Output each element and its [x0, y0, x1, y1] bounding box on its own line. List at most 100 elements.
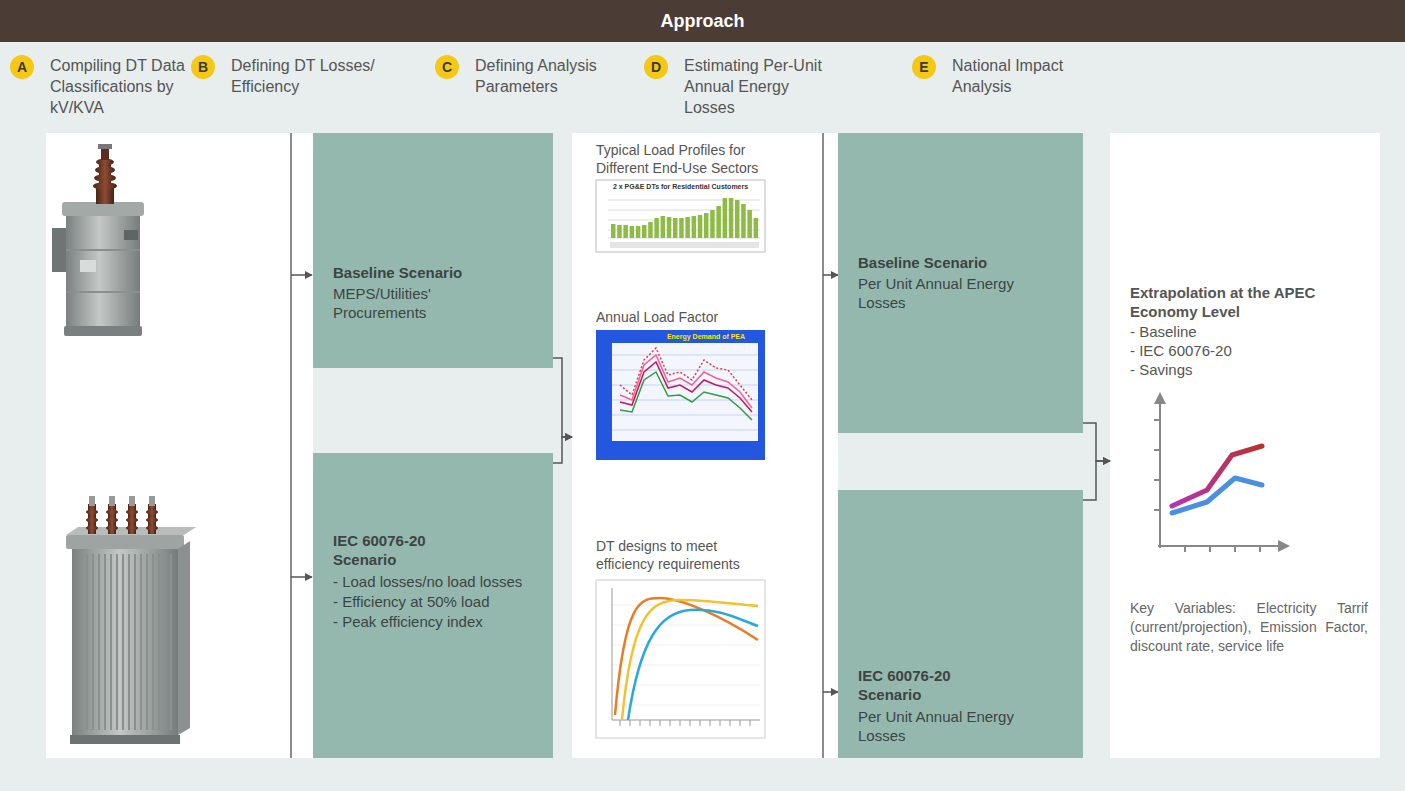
step-header: A Compiling DT Data Classifications by kV…	[10, 55, 195, 118]
column-divider	[822, 133, 824, 758]
text-holder: IEC 60076-20 Scenario	[858, 666, 1008, 704]
box-text: MEPS/Utilities' Procurements	[333, 284, 513, 322]
box-text: Per Unit Annual Energy Losses	[858, 707, 1033, 745]
box-text: Key Variables: Electricity Tarrif (curre…	[1130, 599, 1368, 656]
title-bar: Approach	[0, 0, 1405, 42]
illustration-part	[704, 213, 709, 238]
feed-arrow	[291, 576, 312, 578]
losses-box: IEC 60076-20 ScenarioPer Unit Annual Ene…	[838, 490, 1083, 758]
box-heading: IEC 60076-20 Scenario	[333, 531, 483, 569]
illustration-part	[1172, 446, 1262, 506]
box-text: - Efficiency at 50% load	[333, 592, 523, 611]
text-holder: IEC 60076-20 Scenario	[333, 531, 483, 569]
distribution-transformer-illustration	[66, 496, 196, 744]
illustration-part	[62, 202, 144, 216]
box-heading: Baseline Scenario	[333, 263, 528, 282]
illustration-part	[612, 588, 760, 720]
box-text: - Savings	[1130, 360, 1352, 379]
illustration-part	[95, 166, 115, 174]
illustration-part	[94, 174, 116, 182]
illustration-part	[612, 343, 758, 441]
illustration-part	[80, 260, 96, 272]
box-text: Typical Load Profiles for Different End-…	[596, 141, 781, 177]
step-title: National Impact Analysis	[952, 55, 1102, 97]
text-holder: - Efficiency at 50% load	[333, 592, 523, 611]
illustration-part	[1278, 540, 1290, 552]
step-letter: A	[10, 55, 34, 79]
illustration-part	[620, 372, 752, 420]
illustration-part	[146, 510, 158, 515]
illustration-part	[66, 291, 140, 293]
illustration-part	[620, 720, 750, 726]
text-holder: National Impact Analysis	[952, 55, 1102, 97]
illustration-part	[66, 212, 140, 330]
illustration-part	[673, 218, 678, 238]
illustration-part	[146, 518, 158, 523]
label-holder: Energy Demand of PEA	[650, 332, 762, 341]
illustration-part	[685, 217, 690, 238]
illustration-part	[617, 225, 622, 238]
text-holder: DT designs to meet efficiency requiremen…	[596, 537, 768, 573]
column-panel	[1110, 133, 1380, 758]
illustration-part	[620, 362, 752, 412]
box-heading: Extrapolation at the APEC Economy Level	[1130, 283, 1352, 321]
illustration-part	[596, 580, 765, 738]
illustration-part	[146, 526, 158, 531]
box-text: DT designs to meet efficiency requiremen…	[596, 537, 768, 573]
flow-arrow	[823, 274, 838, 276]
illustration-part	[129, 496, 135, 506]
illustration-part	[106, 526, 118, 531]
illustration-part	[610, 242, 759, 248]
illustration-part	[126, 510, 138, 515]
illustration-part	[1172, 478, 1262, 513]
illustration-part	[1159, 402, 1161, 548]
text-holder: Defining Analysis Parameters	[475, 55, 625, 97]
illustration-part	[86, 518, 98, 523]
illustration-part	[729, 198, 734, 238]
annual-load-chart	[596, 330, 765, 460]
illustration-part	[89, 496, 95, 506]
illustration-part	[93, 182, 117, 190]
illustration-part	[126, 518, 138, 523]
parameters-panel: Typical Load Profiles for Different End-…	[572, 133, 823, 758]
illustration-part	[723, 198, 728, 238]
text-holder: Per Unit Annual Energy Losses	[858, 707, 1033, 745]
column-panel	[572, 133, 838, 758]
pole-transformer-illustration	[52, 144, 144, 336]
box-heading: IEC 60076-20 Scenario	[858, 666, 1008, 704]
efficiency-curve-chart	[596, 580, 765, 738]
step-header: CDefining Analysis Parameters	[435, 55, 625, 97]
illustration-part	[661, 216, 666, 238]
step-title: Defining DT Losses/ Efficiency	[231, 55, 403, 97]
step-letter-circle: B	[191, 55, 215, 79]
illustration-part	[149, 496, 155, 506]
text-holder: Typical Load Profiles for Different End-…	[596, 141, 781, 177]
step-letter-circle: A	[10, 55, 34, 79]
step-letter: B	[191, 55, 215, 79]
step-letter: D	[644, 55, 668, 79]
column-divider	[290, 133, 292, 758]
illustration-part	[106, 510, 118, 515]
illustration-part	[86, 526, 98, 531]
text-holder: - Load losses/no load losses	[333, 572, 523, 591]
illustration-part	[754, 218, 759, 238]
illustration-part	[692, 216, 697, 238]
column-panel	[46, 133, 313, 758]
text-holder: Per Unit Annual Energy Losses	[858, 274, 1033, 312]
illustration-part	[98, 144, 112, 149]
text-holder: Extrapolation at the APEC Economy Level	[1130, 283, 1352, 321]
step-title: Compiling DT Data Classifications by kV/…	[50, 55, 195, 118]
box-text: - IEC 60076-20	[1130, 341, 1352, 360]
text-holder: Baseline Scenario	[858, 253, 1053, 272]
flow-arrow	[553, 358, 572, 437]
label-holder: 2 x PG&E DTs for Residential Customers	[596, 182, 765, 191]
illustration-part	[628, 610, 758, 720]
step-title: Defining Analysis Parameters	[475, 55, 625, 97]
load-profile-chart	[596, 180, 765, 252]
illustration-part	[72, 549, 178, 735]
box-text: - Load losses/no load losses	[333, 572, 523, 591]
illustration-part	[648, 222, 653, 238]
flow-arrow	[553, 437, 572, 463]
